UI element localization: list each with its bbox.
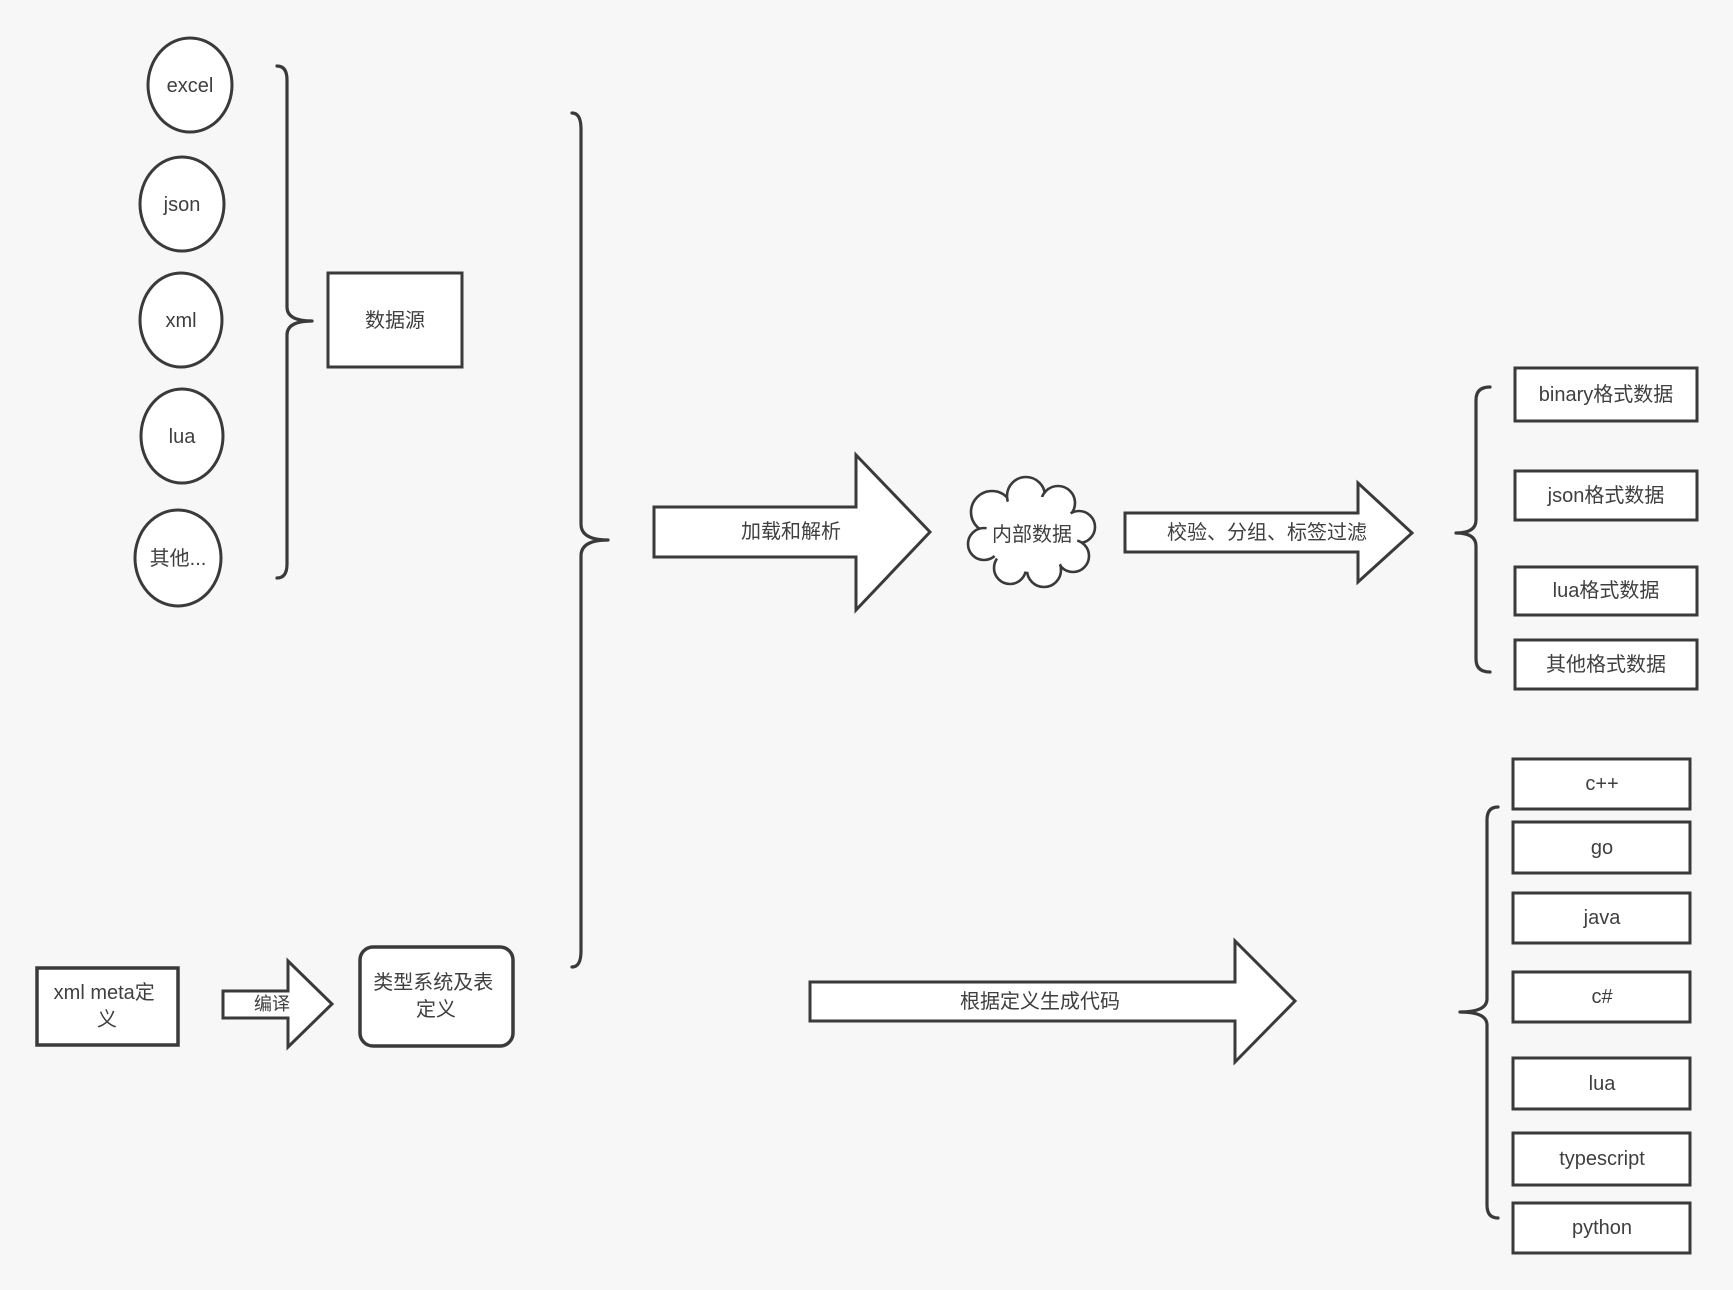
type-system-box [358, 945, 515, 1048]
format-box-lua [1513, 565, 1699, 617]
language-box-python [1511, 1201, 1692, 1255]
format-label-other: 其他格式数据 [1546, 653, 1666, 676]
main-group-brace [570, 111, 610, 969]
language-box-csharp [1511, 970, 1692, 1024]
source-ellipse-lua [139, 387, 225, 485]
sources-brace [275, 64, 314, 580]
languages-brace [1458, 805, 1500, 1220]
format-box-json [1513, 469, 1699, 522]
codegen-arrow-label: 根据定义生成代码 [960, 990, 1120, 1013]
language-label-java: java [1583, 907, 1622, 929]
compile-arrow [221, 957, 335, 1051]
source-label-lua: lua [169, 426, 197, 448]
language-box-lua [1511, 1056, 1692, 1111]
language-label-lua: lua [1589, 1073, 1617, 1095]
language-box-cpp [1511, 757, 1692, 811]
internal-data-label: 内部数据 [992, 523, 1072, 546]
language-box-java [1511, 891, 1692, 945]
language-label-csharp: c# [1591, 986, 1613, 1008]
language-label-python: python [1572, 1217, 1632, 1239]
source-ellipse-excel [146, 36, 234, 134]
load-parse-arrow-label: 加载和解析 [741, 520, 841, 543]
language-label-cpp: c++ [1585, 773, 1618, 795]
filter-arrow-label: 校验、分组、标签过滤 [1167, 521, 1367, 544]
format-label-lua: lua格式数据 [1553, 579, 1660, 602]
source-ellipse-xml [138, 271, 224, 369]
compile-arrow-label: 编译 [254, 994, 290, 1014]
meta-definition-label: xml meta定 义 [54, 981, 161, 1031]
format-box-binary [1513, 366, 1699, 423]
format-label-json: json格式数据 [1547, 484, 1665, 507]
filter-arrow [1123, 479, 1415, 586]
datasource-label: 数据源 [365, 309, 425, 332]
format-label-binary: binary格式数据 [1539, 383, 1673, 406]
source-ellipse-other [133, 508, 223, 608]
meta-definition-box [35, 966, 180, 1047]
language-label-typescript: typescript [1559, 1148, 1645, 1170]
language-box-go [1511, 820, 1692, 875]
source-label-excel: excel [167, 75, 214, 97]
formats-brace [1454, 385, 1492, 674]
source-ellipse-json [138, 155, 226, 253]
codegen-arrow [808, 937, 1298, 1066]
language-label-go: go [1591, 837, 1613, 859]
source-label-other: 其他... [150, 547, 207, 570]
datasource-box [326, 271, 464, 369]
type-system-label: 类型系统及表 定义 [373, 971, 499, 1021]
source-label-xml: xml [165, 310, 196, 332]
internal-data-cloud [966, 475, 1097, 589]
format-box-other [1513, 638, 1699, 691]
load-parse-arrow [652, 451, 933, 614]
language-box-typescript [1511, 1131, 1692, 1187]
source-label-json: json [163, 194, 201, 216]
